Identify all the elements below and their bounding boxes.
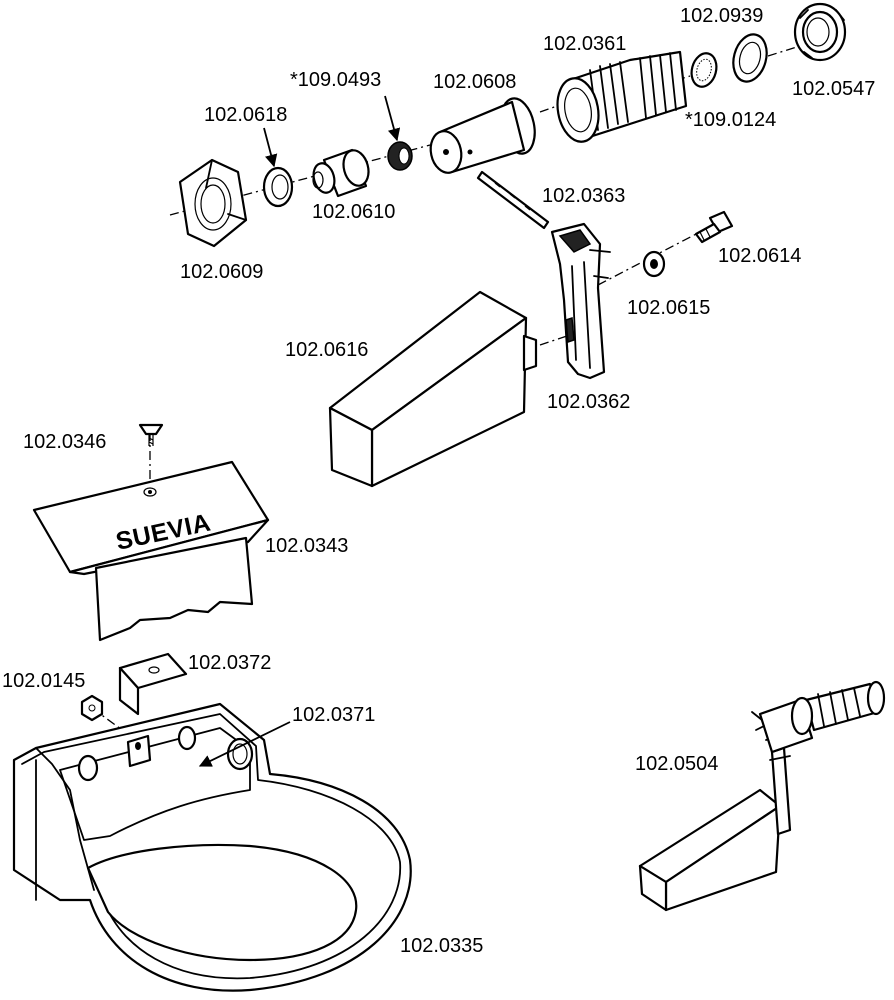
label-102-0361: 102.0361	[543, 33, 626, 55]
part-ring-0939	[732, 33, 768, 83]
label-102-0371: 102.0371	[292, 704, 375, 726]
label-102-0939: 102.0939	[680, 5, 763, 27]
part-bowl-0335	[12, 702, 412, 992]
label-102-0346: 102.0346	[23, 431, 106, 453]
part-nut-0609	[178, 158, 248, 248]
part-washer-0615	[642, 250, 666, 278]
part-ring-0493	[387, 141, 413, 171]
callout-arrows	[198, 95, 401, 767]
label-102-0610: 102.0610	[312, 201, 395, 223]
part-nut-0145	[80, 694, 104, 722]
part-labels: 102.0939 102.0361 102.0547 *109.0124 *10…	[2, 5, 875, 957]
part-screw-0346	[138, 423, 164, 446]
part-tube-0608	[429, 97, 536, 174]
label-102-0616: 102.0616	[285, 339, 368, 361]
label-102-0615: 102.0615	[627, 297, 710, 319]
assembled-view-0504	[638, 680, 886, 912]
label-102-0618: 102.0618	[204, 104, 287, 126]
part-connector-0361	[556, 50, 688, 143]
label-102-0363: 102.0363	[542, 185, 625, 207]
part-pin-0363	[476, 170, 550, 230]
label-102-0504: 102.0504	[635, 753, 718, 775]
label-102-0335: 102.0335	[400, 935, 483, 957]
part-nut-0547	[793, 2, 847, 62]
label-102-0145: 102.0145	[2, 670, 85, 692]
label-102-0608: 102.0608	[433, 71, 516, 93]
label-102-0609: 102.0609	[180, 261, 263, 283]
label-102-0614: 102.0614	[718, 245, 801, 267]
label-102-0372: 102.0372	[188, 652, 271, 674]
part-plug-0610	[312, 148, 370, 198]
part-washer-0618	[262, 166, 294, 208]
part-bracket-0372	[118, 652, 188, 716]
label-102-0547: 102.0547	[792, 78, 875, 100]
label-109-0493: *109.0493	[290, 69, 381, 91]
label-102-0362: 102.0362	[547, 391, 630, 413]
part-lever-0362	[550, 222, 611, 380]
part-float-0616	[328, 290, 538, 488]
part-screw-0614	[694, 210, 734, 244]
label-102-0343: 102.0343	[265, 535, 348, 557]
part-cover-0343: SUEVIA	[32, 460, 270, 642]
label-109-0124: *109.0124	[685, 109, 776, 131]
part-filter-0124	[690, 52, 718, 88]
